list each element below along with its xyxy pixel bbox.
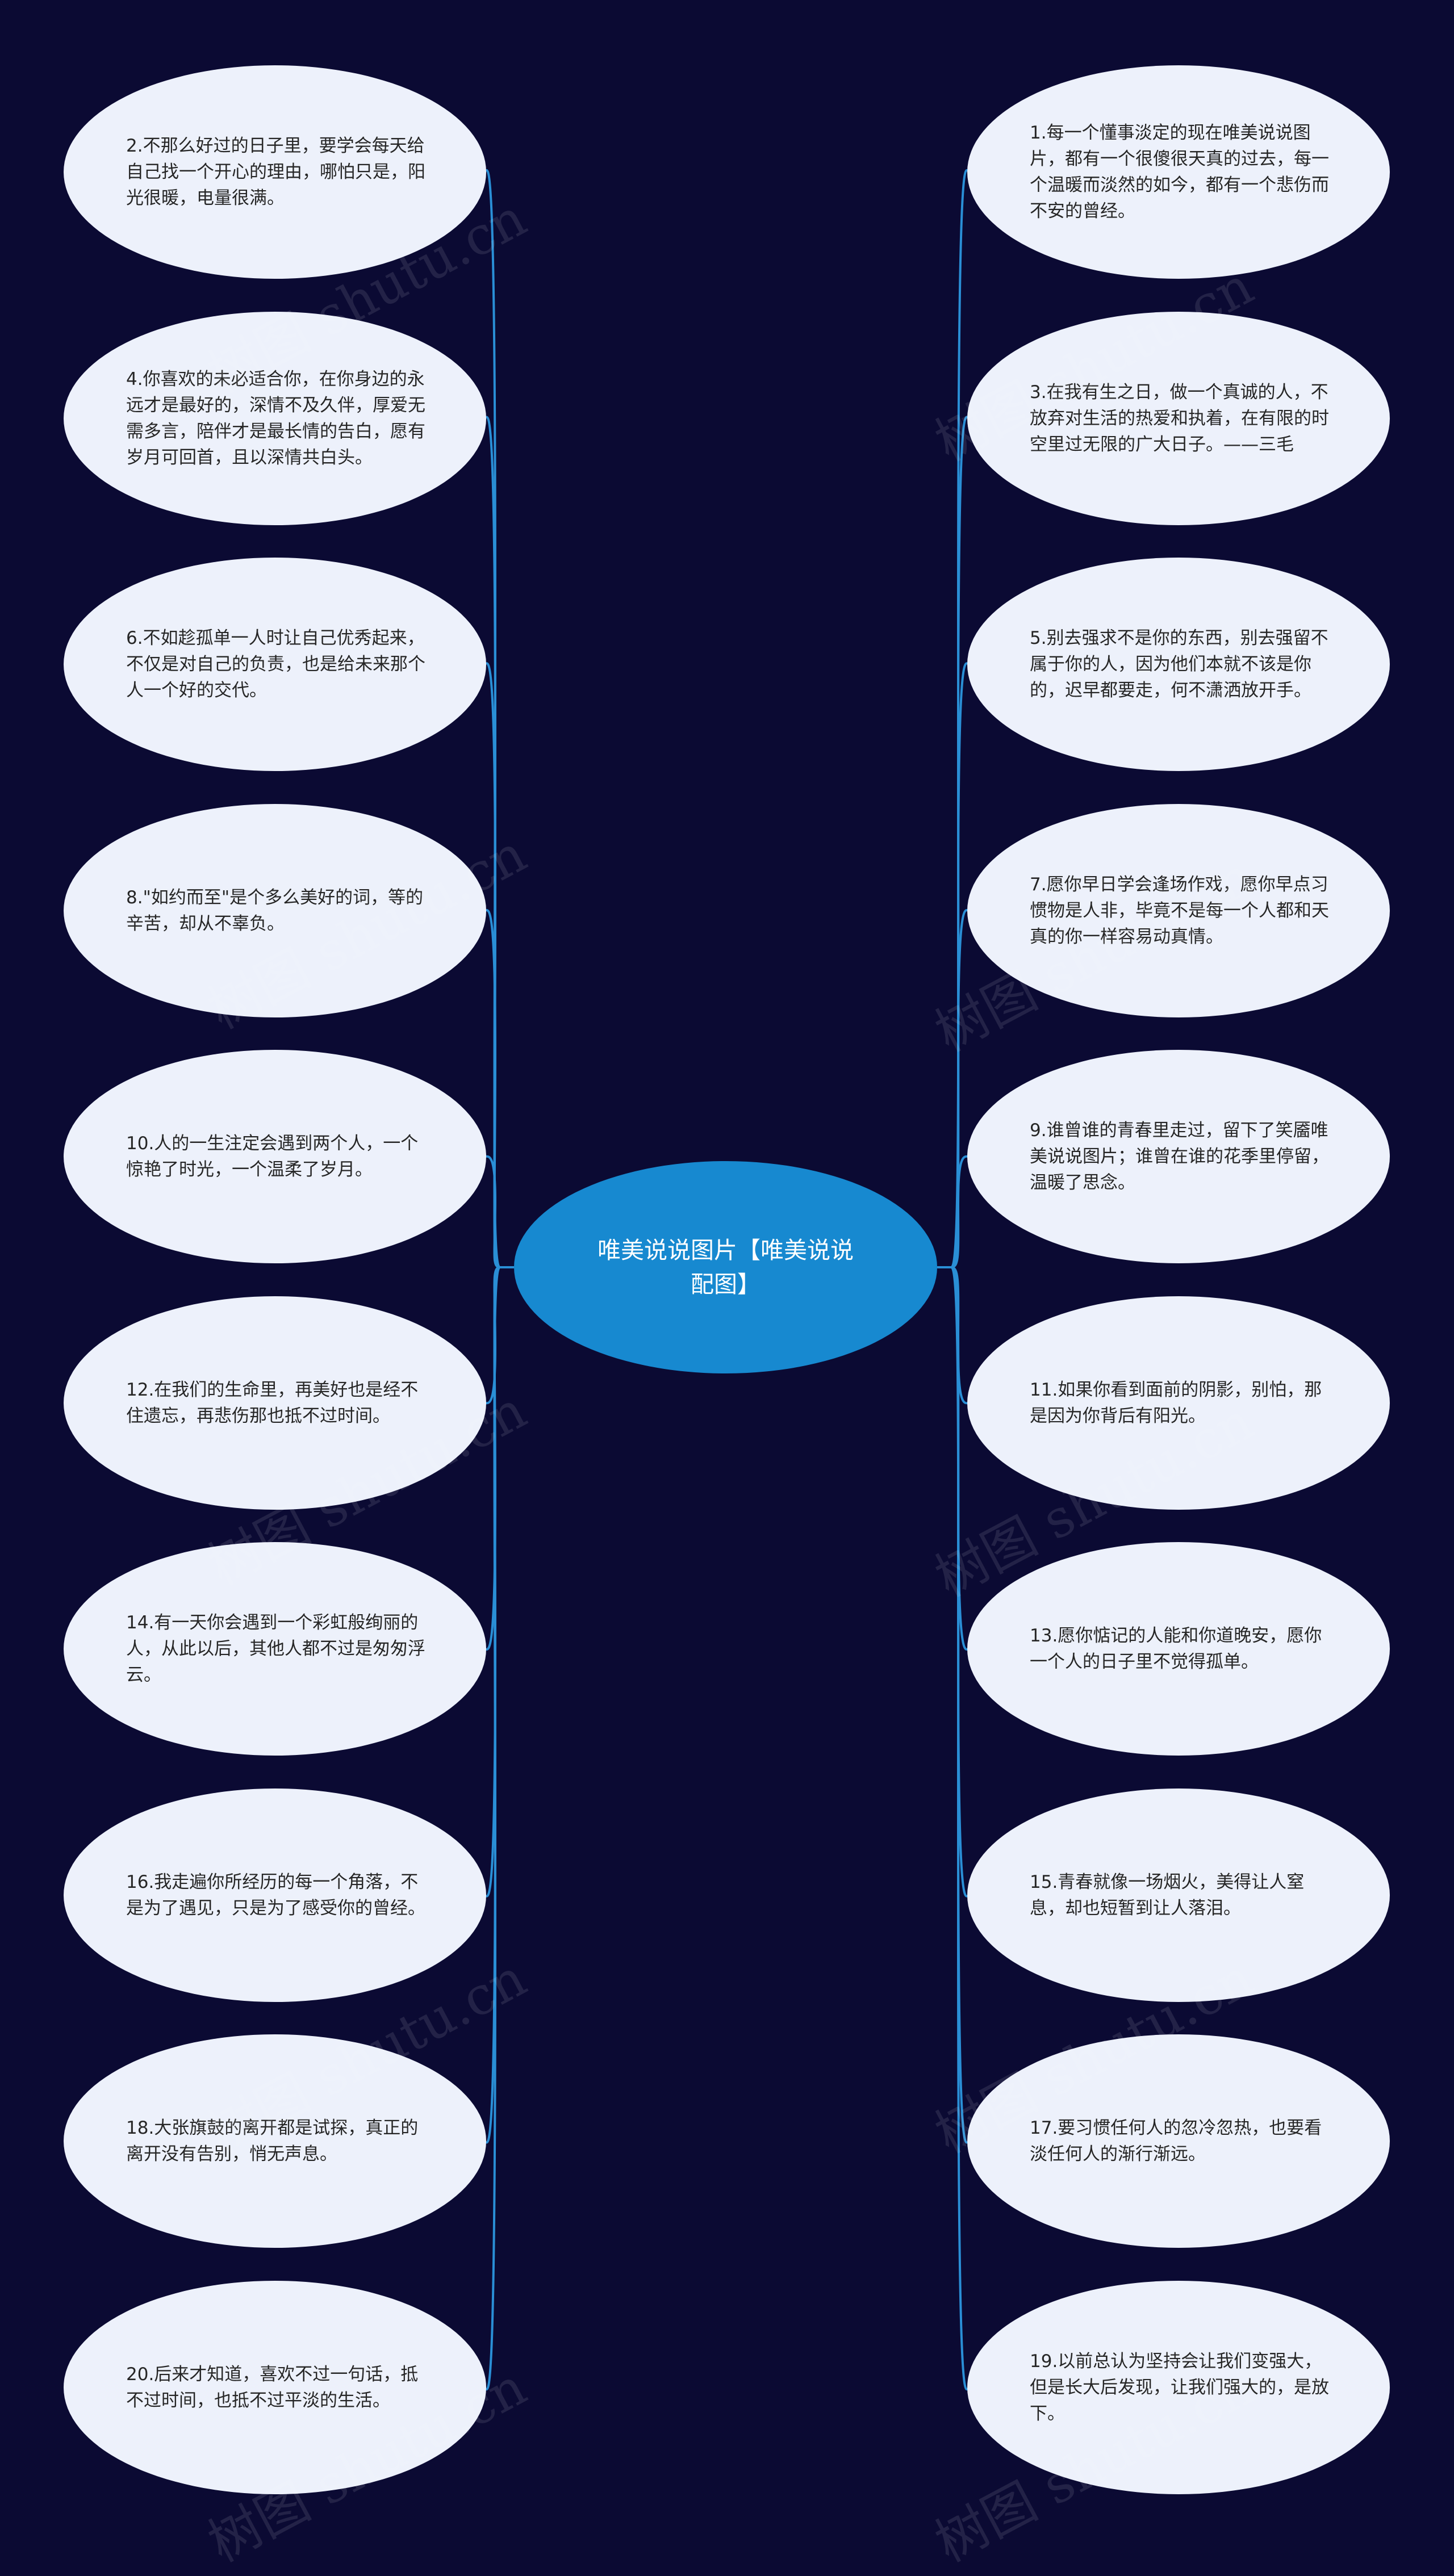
right-connector-8 <box>951 1266 970 1898</box>
left-connector-5 <box>483 1155 500 1268</box>
left-node-8[interactable]: 8."如约而至"是个多么美好的词，等的辛苦，却从不辜负。 <box>64 804 486 1017</box>
left-node-2[interactable]: 2.不那么好过的日子里，要学会每天给自己找一个开心的理由，哪怕只是，阳光很暖，电… <box>64 65 486 279</box>
left-node-18[interactable]: 18.大张旗鼓的离开都是试探，真正的离开没有告别，悄无声息。 <box>64 2034 486 2248</box>
right-connector-10 <box>951 1266 970 2391</box>
left-connector-6 <box>483 1266 500 1405</box>
node-text: 3.在我有生之日，做一个真诚的人，不放弃对生活的热爱和执着，在有限的时空里过无限… <box>1030 382 1329 455</box>
right-connector-7 <box>951 1266 970 1651</box>
central-topic-line-1: 唯美说说图片【唯美说说 <box>598 1237 854 1264</box>
right-node-9[interactable]: 9.谁曾谁的青春里走过，留下了笑靥唯美说说图片；谁曾在谁的花季里停留，温暖了思念… <box>967 1050 1390 1263</box>
right-node-17[interactable]: 17.要习惯任何人的忽冷忽热，也要看淡任何人的渐行渐远。 <box>967 2034 1390 2248</box>
central-topic[interactable]: 唯美说说图片【唯美说说 配图】 <box>514 1161 937 1373</box>
node-text: 2.不那么好过的日子里，要学会每天给自己找一个开心的理由，哪怕只是，阳光很暖，电… <box>126 136 425 208</box>
left-connector-1 <box>483 169 500 1268</box>
central-topic-line-2: 配图】 <box>691 1271 761 1298</box>
left-connector-8 <box>483 1266 500 1898</box>
left-node-4[interactable]: 4.你喜欢的未必适合你，在你身边的永远才是最好的，深情不及久伴，厚爱无需多言，陪… <box>64 312 486 525</box>
node-text: 6.不如趁孤单一人时让自己优秀起来，不仅是对自己的负责，也是给未来那个人一个好的… <box>126 628 425 701</box>
right-node-3[interactable]: 3.在我有生之日，做一个真诚的人，不放弃对生活的热爱和执着，在有限的时空里过无限… <box>967 312 1390 525</box>
node-text: 12.在我们的生命里，再美好也是经不住遗忘，再悲伤那也抵不过时间。 <box>126 1380 419 1426</box>
node-text: 11.如果你看到面前的阴影，别怕，那是因为你背后有阳光。 <box>1030 1380 1322 1426</box>
left-node-14[interactable]: 14.有一天你会遇到一个彩虹般绚丽的人，从此以后，其他人都不过是匆匆浮云。 <box>64 1542 486 1756</box>
node-text: 7.愿你早日学会逢场作戏，愿你早点习惯物是人非，毕竟不是每一个人都和天真的你一样… <box>1030 874 1329 947</box>
right-connector-3 <box>951 662 970 1268</box>
left-connector-3 <box>483 662 500 1268</box>
node-text: 5.别去强求不是你的东西，别去强留不属于你的人，因为他们本就不该是你的，迟早都要… <box>1030 628 1328 701</box>
right-node-11[interactable]: 11.如果你看到面前的阴影，别怕，那是因为你背后有阳光。 <box>967 1296 1390 1510</box>
right-connector-4 <box>951 909 970 1268</box>
left-connector-4 <box>483 909 500 1268</box>
right-node-5[interactable]: 5.别去强求不是你的东西，别去强留不属于你的人，因为他们本就不该是你的，迟早都要… <box>967 558 1390 771</box>
right-node-19[interactable]: 19.以前总认为坚持会让我们变强大，但是长大后发现，让我们强大的，是放下。 <box>967 2281 1390 2494</box>
right-node-7[interactable]: 7.愿你早日学会逢场作戏，愿你早点习惯物是人非，毕竟不是每一个人都和天真的你一样… <box>967 804 1390 1017</box>
left-node-16[interactable]: 16.我走遍你所经历的每一个角落，不是为了遇见，只是为了感受你的曾经。 <box>64 1788 486 2002</box>
left-node-10[interactable]: 10.人的一生注定会遇到两个人，一个惊艳了时光，一个温柔了岁月。 <box>64 1050 486 1263</box>
node-text: 1.每一个懂事淡定的现在唯美说说图片，都有一个很傻很天真的过去，每一个温暖而淡然… <box>1030 123 1329 221</box>
node-text: 10.人的一生注定会遇到两个人，一个惊艳了时光，一个温柔了岁月。 <box>126 1133 419 1180</box>
node-text: 4.你喜欢的未必适合你，在你身边的永远才是最好的，深情不及久伴，厚爱无需多言，陪… <box>126 369 425 468</box>
node-text: 8."如约而至"是个多么美好的词，等的辛苦，却从不辜负。 <box>126 887 424 934</box>
left-connector-10 <box>483 1266 501 2391</box>
right-node-13[interactable]: 13.愿你惦记的人能和你道晚安，愿你一个人的日子里不觉得孤单。 <box>967 1542 1390 1756</box>
right-node-15[interactable]: 15.青春就像一场烟火，美得让人窒息，却也短暂到让人落泪。 <box>967 1788 1390 2002</box>
right-connector-2 <box>951 416 970 1268</box>
left-connector-7 <box>483 1266 500 1651</box>
left-node-6[interactable]: 6.不如趁孤单一人时让自己优秀起来，不仅是对自己的负责，也是给未来那个人一个好的… <box>64 558 486 771</box>
node-text: 16.我走遍你所经历的每一个角落，不是为了遇见，只是为了感受你的曾经。 <box>126 1872 425 1919</box>
node-text: 18.大张旗鼓的离开都是试探，真正的离开没有告别，悄无声息。 <box>126 2118 419 2164</box>
node-text: 9.谁曾谁的青春里走过，留下了笑靥唯美说说图片；谁曾在谁的花季里停留，温暖了思念… <box>1030 1120 1329 1193</box>
left-node-20[interactable]: 20.后来才知道，喜欢不过一句话，抵不过时间，也抵不过平淡的生活。 <box>64 2281 486 2494</box>
left-node-12[interactable]: 12.在我们的生命里，再美好也是经不住遗忘，再悲伤那也抵不过时间。 <box>64 1296 486 1510</box>
node-text: 20.后来才知道，喜欢不过一句话，抵不过时间，也抵不过平淡的生活。 <box>126 2364 419 2411</box>
right-node-1[interactable]: 1.每一个懂事淡定的现在唯美说说图片，都有一个很傻很天真的过去，每一个温暖而淡然… <box>967 65 1390 279</box>
left-connector-2 <box>483 416 500 1268</box>
node-text: 14.有一天你会遇到一个彩虹般绚丽的人，从此以后，其他人都不过是匆匆浮云。 <box>126 1612 425 1685</box>
node-text: 19.以前总认为坚持会让我们变强大，但是长大后发现，让我们强大的，是放下。 <box>1030 2351 1329 2424</box>
node-text: 17.要习惯任何人的忽冷忽热，也要看淡任何人的渐行渐远。 <box>1030 2118 1322 2164</box>
central-topic-label: 唯美说说图片【唯美说说 配图】 <box>598 1233 854 1301</box>
right-connector-9 <box>951 1266 970 2144</box>
right-connector-6 <box>951 1266 970 1405</box>
node-text: 13.愿你惦记的人能和你道晚安，愿你一个人的日子里不觉得孤单。 <box>1030 1626 1322 1672</box>
node-text: 15.青春就像一场烟火，美得让人窒息，却也短暂到让人落泪。 <box>1030 1872 1305 1919</box>
right-connector-5 <box>951 1155 970 1268</box>
